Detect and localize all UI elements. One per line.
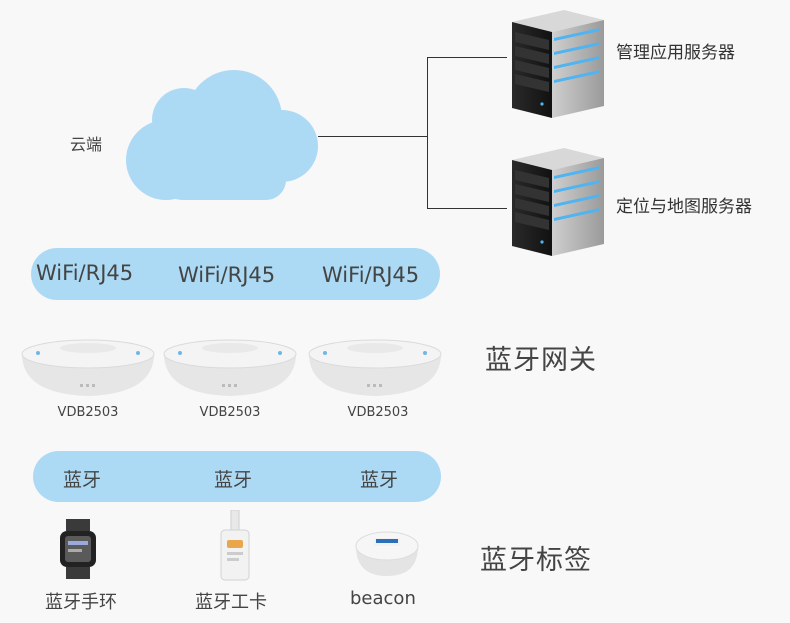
connector-cloud-to-bus xyxy=(318,136,428,137)
gateway-device-icon xyxy=(308,339,442,396)
bluetooth-label: 蓝牙 xyxy=(360,469,399,491)
gateway-model-label: VDB2503 xyxy=(199,405,261,420)
server-icon xyxy=(512,148,604,256)
tag-label-beacon: beacon xyxy=(350,588,416,609)
uplink-bar xyxy=(31,248,440,300)
gateway-model-label: VDB2503 xyxy=(347,405,409,420)
server-label-management: 管理应用服务器 xyxy=(616,43,735,63)
uplink-label: WiFi/RJ45 xyxy=(322,263,420,287)
connector-bus-to-server-1 xyxy=(427,57,507,58)
uplink-label: WiFi/RJ45 xyxy=(178,263,276,287)
gateway-device-icon xyxy=(163,339,297,396)
server-label-positioning: 定位与地图服务器 xyxy=(616,197,752,217)
gateway-model-label: VDB2503 xyxy=(57,405,119,420)
bluetooth-label: 蓝牙 xyxy=(214,469,253,491)
tag-label-wristband: 蓝牙手环 xyxy=(45,592,117,613)
wristband-icon xyxy=(60,519,96,579)
connector-bus-to-server-2 xyxy=(427,208,507,209)
badge-card-icon xyxy=(220,510,250,581)
connector-bus-vertical xyxy=(427,57,428,209)
bluetooth-label: 蓝牙 xyxy=(63,469,102,491)
gateway-device-icon xyxy=(21,339,155,396)
tag-label-badge: 蓝牙工卡 xyxy=(195,592,267,613)
gateway-group-label: 蓝牙网关 xyxy=(485,345,597,376)
beacon-icon xyxy=(355,531,419,576)
bluetooth-bar xyxy=(33,451,441,502)
tag-group-label: 蓝牙标签 xyxy=(480,545,592,576)
server-icon xyxy=(512,10,604,118)
cloud-label: 云端 xyxy=(70,135,103,154)
uplink-label: WiFi/RJ45 xyxy=(36,261,134,285)
cloud-icon xyxy=(126,70,318,200)
